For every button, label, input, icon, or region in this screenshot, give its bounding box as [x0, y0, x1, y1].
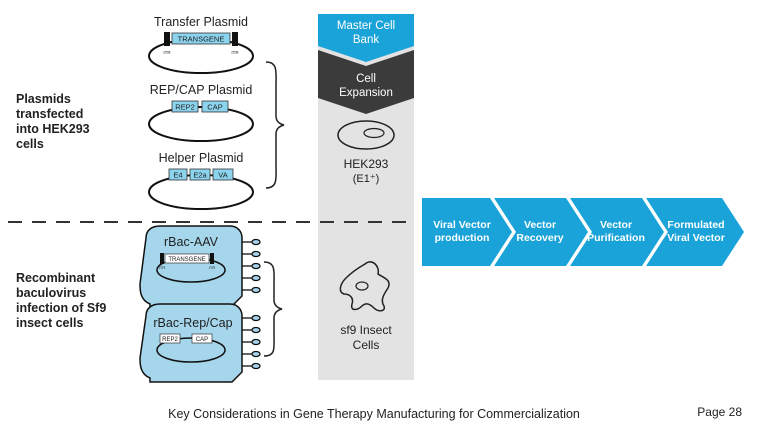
repcap-rep2-label: REP2	[175, 103, 195, 112]
rbac-repcap-cap-label: CAP	[196, 337, 208, 343]
rbac-aav-cell	[139, 225, 243, 311]
rbac-repcap-cell	[139, 303, 243, 383]
helper-plasmid-title: Helper Plasmid	[159, 151, 244, 165]
step-2-line2: Recovery	[516, 232, 563, 244]
hek293-label: HEK293	[344, 157, 389, 171]
repcap-cap-segment	[201, 100, 229, 113]
sf9-section-label-3: infection of Sf9	[16, 301, 106, 315]
step-3-line1: Vector	[600, 219, 632, 231]
step-1-line2: production	[435, 232, 490, 244]
rbac-aav-transgene-segment	[164, 253, 210, 264]
rbac-repcap-cilia	[242, 314, 261, 370]
helper-e2a-label: E2a	[193, 171, 207, 180]
step-1-line1: Viral Vector	[433, 219, 491, 231]
cell-expansion-line1: Cell	[356, 73, 376, 85]
repcap-plasmid-ring	[148, 106, 254, 142]
sf9-nucleus-icon	[355, 281, 369, 291]
helper-va-label: VA	[218, 171, 227, 180]
sf9-cells-label: Cells	[353, 338, 380, 352]
helper-va-segment	[212, 168, 234, 181]
footer-title: Key Considerations in Gene Therapy Manuf…	[168, 407, 580, 421]
rbac-aav-itr-right	[210, 253, 214, 264]
hek-section-label-1: Plasmids	[16, 92, 71, 106]
cell-expansion-line2: Expansion	[339, 87, 393, 99]
step-2-line1: Vector	[524, 219, 556, 231]
step-vector-recovery	[494, 198, 588, 266]
hek-section-label-3: into HEK293	[16, 122, 90, 136]
rbac-aav-cilia	[242, 238, 261, 294]
transfer-plasmid-title: Transfer Plasmid	[154, 15, 248, 29]
step-4-line2: Viral Vector	[667, 232, 725, 244]
step-vector-purification	[570, 198, 664, 266]
cell-expansion-chevron	[318, 50, 414, 114]
rbac-aav-title: rBac-AAV	[164, 235, 219, 249]
sf9-label: sf9 Insect	[340, 323, 392, 337]
step-viral-vector-production	[422, 198, 512, 266]
hek-section-label-2: transfected	[16, 107, 83, 121]
transfer-itr-left	[164, 32, 170, 46]
transfer-transgene-label: TRANSGENE	[178, 35, 225, 44]
rbac-repcap-rep2-label: REP2	[162, 337, 178, 343]
sf9-section-label-2: baculovirus	[16, 286, 86, 300]
rbac-repcap-rep2-segment	[159, 333, 181, 344]
rbac-repcap-plasmid-ring	[156, 337, 226, 363]
hek-section-label-4: cells	[16, 137, 44, 151]
transfer-itr-label-left: ITR	[163, 50, 171, 55]
rbac-aav-transgene-label: TRANSGENE	[168, 257, 205, 263]
repcap-plasmid-title: REP/CAP Plasmid	[150, 83, 253, 97]
repcap-cap-label: CAP	[207, 103, 222, 112]
sf9-cell-icon	[339, 261, 390, 312]
helper-e4-label: E4	[173, 171, 182, 180]
baculovirus-brace	[263, 261, 283, 357]
plasmids-brace	[265, 61, 285, 189]
rbac-aav-itr-left	[160, 253, 164, 264]
repcap-rep2-segment	[171, 100, 199, 113]
rbac-aav-itr-label-left: ITR	[159, 265, 166, 270]
sf9-section-label-4: insect cells	[16, 316, 83, 330]
hek293-nucleus-icon	[363, 127, 385, 139]
rbac-repcap-title: rBac-Rep/Cap	[153, 316, 232, 330]
rbac-aav-itr-label-right: ITR	[209, 265, 216, 270]
master-cell-bank-line2: Bank	[353, 34, 379, 46]
transfer-transgene-segment	[171, 32, 231, 45]
step-3-line2: Purification	[587, 232, 645, 244]
helper-e4-segment	[168, 168, 188, 181]
step-formulated-viral-vector	[646, 198, 744, 266]
sf9-section-label-1: Recombinant	[16, 271, 96, 285]
hek293-cell-icon	[337, 120, 395, 150]
transfer-itr-label-right: ITR	[231, 50, 239, 55]
step-4-line1: Formulated	[667, 219, 724, 231]
helper-e2a-segment	[189, 168, 211, 181]
transfer-itr-right	[232, 32, 238, 46]
master-cell-bank-chevron	[318, 14, 414, 62]
master-cell-bank-line1: Master Cell	[337, 20, 395, 32]
page-number: Page 28	[697, 405, 742, 419]
hek293-e1-label: (E1⁺)	[353, 173, 380, 185]
rbac-repcap-cap-segment	[191, 333, 213, 344]
